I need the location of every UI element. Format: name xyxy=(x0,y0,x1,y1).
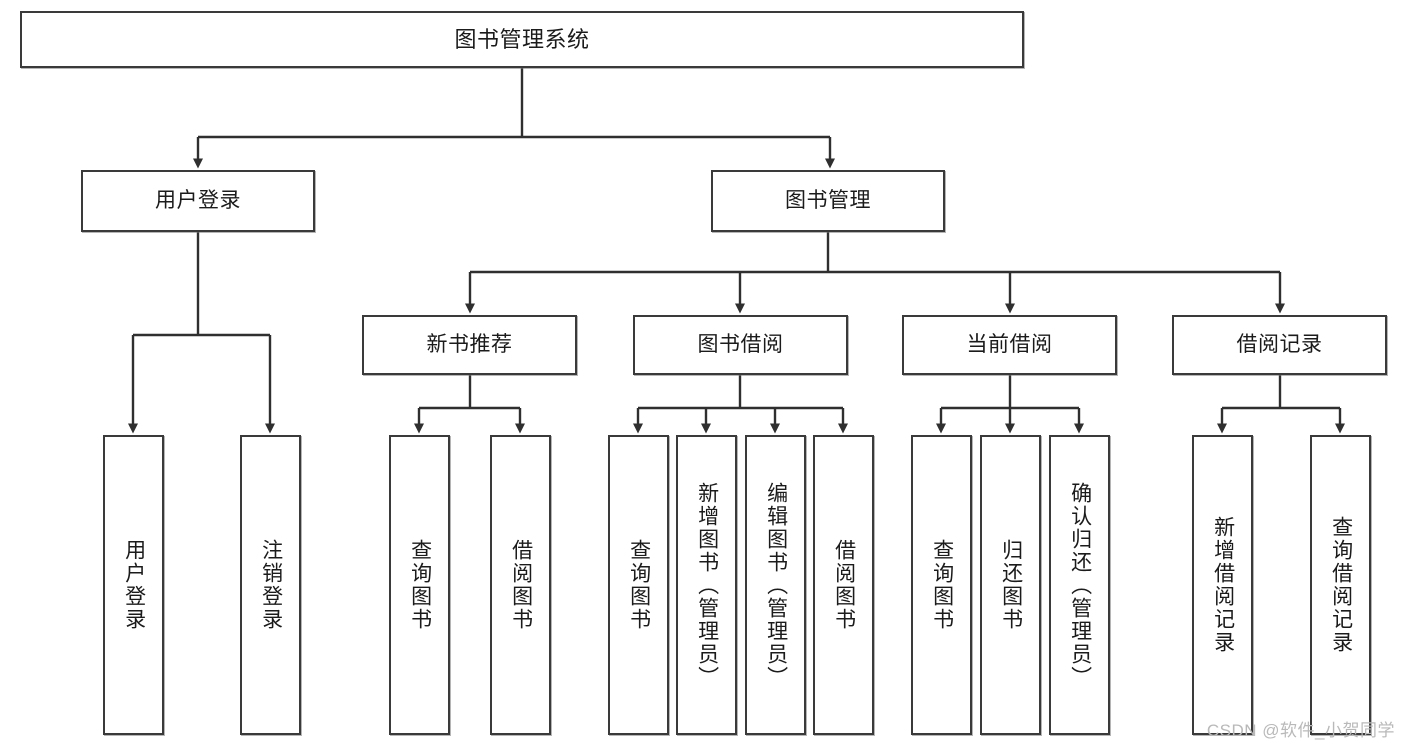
node-user-login[interactable]: 用户登录 xyxy=(81,170,315,232)
node-current-borrow[interactable]: 当前借阅 xyxy=(902,315,1117,375)
node-root-system[interactable]: 图书管理系统 xyxy=(20,11,1024,68)
node-label: 图书管理 xyxy=(785,188,871,212)
node-borrow-record[interactable]: 借阅记录 xyxy=(1172,315,1387,375)
node-label: 用户登录 xyxy=(122,539,146,631)
leaf-current-query-book[interactable]: 查询图书 xyxy=(911,435,972,735)
node-label: 确认归还（管理员） xyxy=(1068,481,1092,689)
node-book-management[interactable]: 图书管理 xyxy=(711,170,945,232)
node-label: 新增图书（管理员） xyxy=(695,481,719,689)
node-label: 查询图书 xyxy=(408,539,432,631)
watermark-text: CSDN @软件_小贺同学 xyxy=(1206,721,1395,740)
node-label: 注销登录 xyxy=(259,539,283,631)
leaf-recommend-borrow-book[interactable]: 借阅图书 xyxy=(490,435,551,735)
node-label: 编辑图书（管理员） xyxy=(764,481,788,689)
leaf-borrow-add-book-admin[interactable]: 新增图书（管理员） xyxy=(676,435,737,735)
leaf-record-add-record[interactable]: 新增借阅记录 xyxy=(1192,435,1253,735)
node-label: 借阅记录 xyxy=(1236,332,1323,356)
node-label: 查询借阅记录 xyxy=(1329,516,1353,654)
node-label: 图书管理系统 xyxy=(454,26,590,52)
node-label: 新书推荐 xyxy=(426,332,513,356)
node-label: 借阅图书 xyxy=(832,539,856,631)
node-label: 新增借阅记录 xyxy=(1211,516,1235,654)
leaf-current-return-book[interactable]: 归还图书 xyxy=(980,435,1041,735)
node-label: 图书借阅 xyxy=(697,332,784,356)
node-label: 查询图书 xyxy=(627,539,651,631)
node-new-book-recommend[interactable]: 新书推荐 xyxy=(362,315,577,375)
node-label: 用户登录 xyxy=(155,188,241,212)
leaf-recommend-query-book[interactable]: 查询图书 xyxy=(389,435,450,735)
leaf-borrow-borrow-book[interactable]: 借阅图书 xyxy=(813,435,874,735)
leaf-user-login-signin[interactable]: 用户登录 xyxy=(103,435,164,735)
node-label: 借阅图书 xyxy=(509,539,533,631)
leaf-current-confirm-return-admin[interactable]: 确认归还（管理员） xyxy=(1049,435,1110,735)
leaf-record-query-record[interactable]: 查询借阅记录 xyxy=(1310,435,1371,735)
node-label: 当前借阅 xyxy=(966,332,1053,356)
leaf-borrow-edit-book-admin[interactable]: 编辑图书（管理员） xyxy=(745,435,806,735)
node-label: 查询图书 xyxy=(930,539,954,631)
leaf-borrow-query-book[interactable]: 查询图书 xyxy=(608,435,669,735)
node-book-borrow[interactable]: 图书借阅 xyxy=(633,315,848,375)
leaf-user-login-signout[interactable]: 注销登录 xyxy=(240,435,301,735)
node-label: 归还图书 xyxy=(999,539,1023,631)
